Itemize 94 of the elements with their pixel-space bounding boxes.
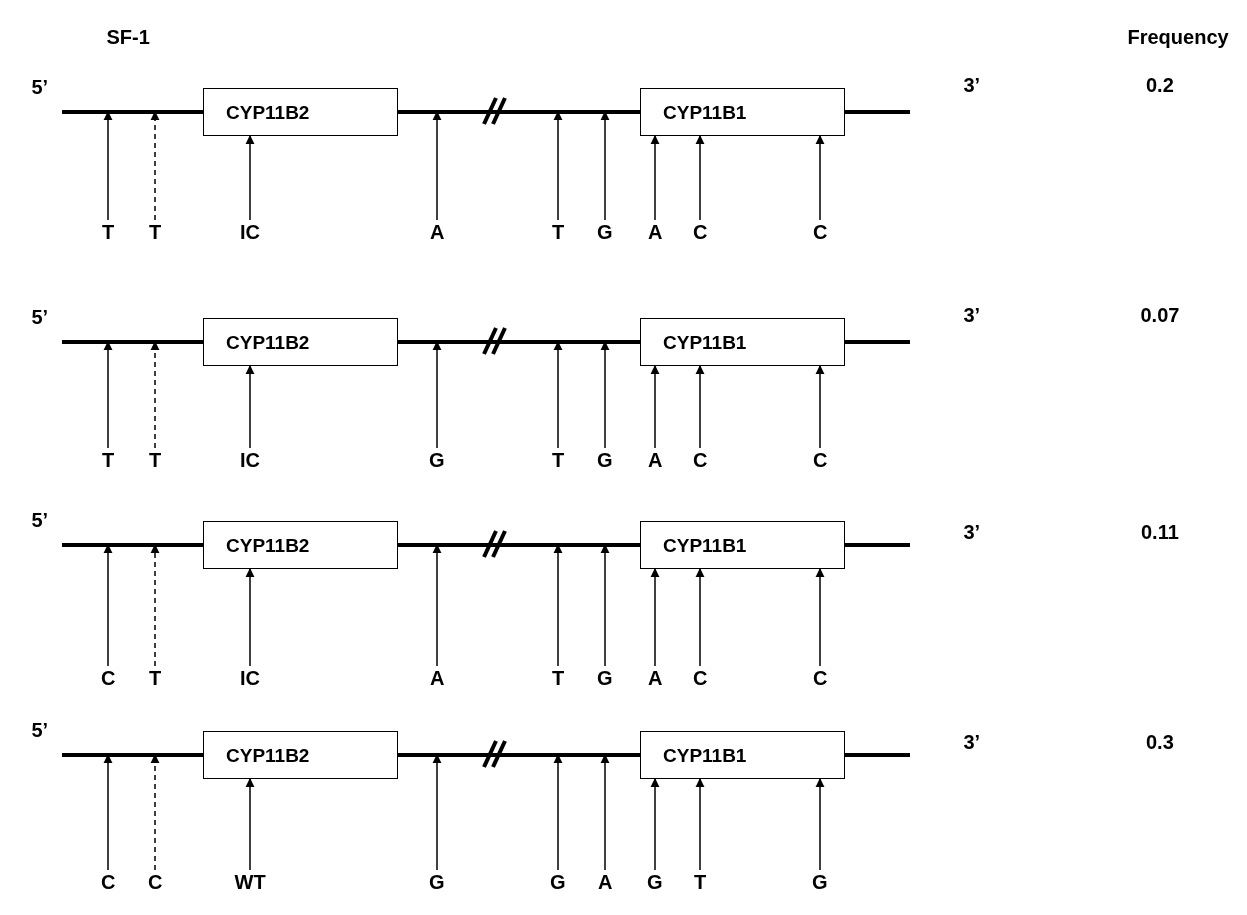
allele-label: A bbox=[430, 221, 445, 243]
strand-end-label: 5’ bbox=[31, 76, 49, 98]
arrow bbox=[103, 341, 113, 449]
frequency-value: 0.07 bbox=[1140, 304, 1180, 326]
arrow bbox=[650, 365, 660, 449]
allele-label: T bbox=[149, 667, 162, 689]
allele-label: T bbox=[552, 221, 565, 243]
allele-label: T bbox=[694, 871, 707, 893]
gene-box: CYP11B2 bbox=[203, 318, 398, 366]
arrow bbox=[245, 365, 255, 449]
allele-label: C bbox=[693, 221, 708, 243]
arrow bbox=[103, 754, 113, 871]
gene-box: CYP11B1 bbox=[640, 88, 845, 136]
allele-label: G bbox=[597, 667, 613, 689]
arrow bbox=[815, 365, 825, 449]
strand-end-label: 3’ bbox=[963, 521, 981, 543]
allele-label: T bbox=[102, 449, 115, 471]
gene-box: CYP11B1 bbox=[640, 521, 845, 569]
allele-label: T bbox=[149, 221, 162, 243]
gene-box: CYP11B2 bbox=[203, 88, 398, 136]
allele-label: C bbox=[148, 871, 163, 893]
arrow bbox=[150, 111, 160, 221]
column-header: Frequency bbox=[1127, 26, 1229, 48]
allele-label: IC bbox=[240, 667, 260, 689]
arrow bbox=[432, 754, 442, 871]
strand-end-label: 5’ bbox=[31, 306, 49, 328]
allele-label: G bbox=[429, 871, 445, 893]
allele-label: G bbox=[597, 221, 613, 243]
allele-label: IC bbox=[240, 221, 260, 243]
arrow bbox=[695, 135, 705, 221]
arrow bbox=[553, 544, 563, 667]
allele-label: WT bbox=[234, 871, 266, 893]
arrow bbox=[245, 778, 255, 871]
arrow bbox=[695, 568, 705, 667]
site-label: SF-1 bbox=[106, 26, 150, 48]
allele-label: G bbox=[812, 871, 828, 893]
allele-label: IC bbox=[240, 449, 260, 471]
arrow bbox=[695, 778, 705, 871]
arrow bbox=[103, 544, 113, 667]
gene-box: CYP11B1 bbox=[640, 318, 845, 366]
allele-label: G bbox=[597, 449, 613, 471]
arrow bbox=[245, 135, 255, 221]
arrow bbox=[650, 568, 660, 667]
arrow bbox=[432, 341, 442, 449]
allele-label: A bbox=[648, 449, 663, 471]
allele-label: C bbox=[101, 871, 116, 893]
allele-label: C bbox=[693, 667, 708, 689]
strand-end-label: 3’ bbox=[963, 304, 981, 326]
arrow bbox=[150, 341, 160, 449]
strand-end-label: 3’ bbox=[963, 74, 981, 96]
gene-box: CYP11B2 bbox=[203, 731, 398, 779]
arrow bbox=[650, 778, 660, 871]
frequency-value: 0.3 bbox=[1146, 731, 1174, 753]
arrow bbox=[103, 111, 113, 221]
strand-end-label: 5’ bbox=[31, 719, 49, 741]
allele-label: G bbox=[550, 871, 566, 893]
arrow bbox=[600, 341, 610, 449]
arrow bbox=[600, 544, 610, 667]
arrow bbox=[815, 135, 825, 221]
strand-end-label: 3’ bbox=[963, 731, 981, 753]
gene-box: CYP11B2 bbox=[203, 521, 398, 569]
arrow bbox=[815, 778, 825, 871]
arrow bbox=[150, 754, 160, 871]
allele-label: T bbox=[102, 221, 115, 243]
allele-label: T bbox=[552, 449, 565, 471]
arrow bbox=[815, 568, 825, 667]
allele-label: A bbox=[648, 221, 663, 243]
allele-label: A bbox=[648, 667, 663, 689]
arrow bbox=[600, 754, 610, 871]
arrow bbox=[553, 754, 563, 871]
allele-label: C bbox=[813, 449, 828, 471]
allele-label: A bbox=[430, 667, 445, 689]
allele-label: T bbox=[149, 449, 162, 471]
arrow bbox=[432, 111, 442, 221]
allele-label: C bbox=[101, 667, 116, 689]
strand-end-label: 5’ bbox=[31, 509, 49, 531]
arrow bbox=[553, 341, 563, 449]
allele-label: T bbox=[552, 667, 565, 689]
frequency-value: 0.11 bbox=[1141, 521, 1179, 543]
arrow bbox=[600, 111, 610, 221]
arrow bbox=[695, 365, 705, 449]
arrow bbox=[650, 135, 660, 221]
arrow bbox=[150, 544, 160, 667]
arrow bbox=[432, 544, 442, 667]
allele-label: C bbox=[813, 221, 828, 243]
allele-label: G bbox=[647, 871, 663, 893]
allele-label: C bbox=[693, 449, 708, 471]
allele-label: C bbox=[813, 667, 828, 689]
allele-label: A bbox=[598, 871, 613, 893]
arrow bbox=[245, 568, 255, 667]
allele-label: G bbox=[429, 449, 445, 471]
arrow bbox=[553, 111, 563, 221]
gene-box: CYP11B1 bbox=[640, 731, 845, 779]
frequency-value: 0.2 bbox=[1146, 74, 1174, 96]
